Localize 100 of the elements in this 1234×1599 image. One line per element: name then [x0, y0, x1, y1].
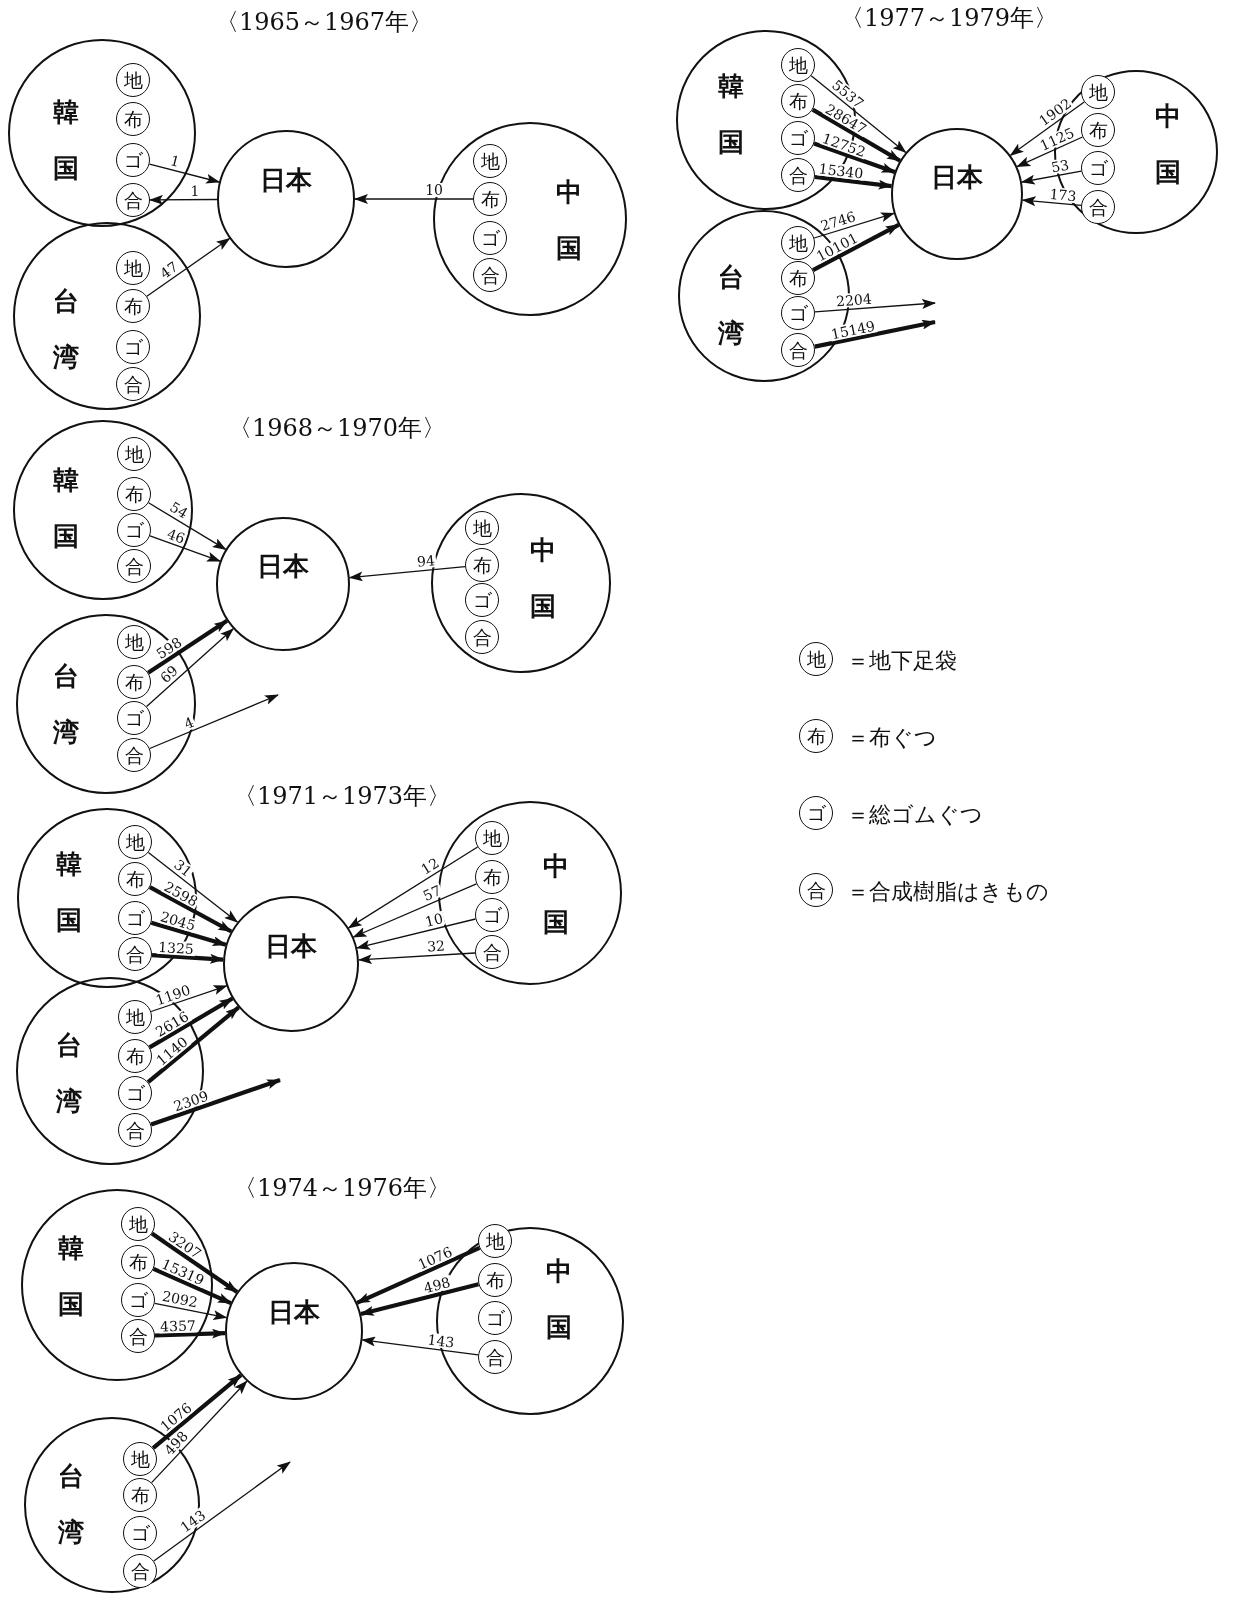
arrow	[813, 141, 896, 175]
hub-circle: 日本	[223, 896, 359, 1032]
panel-title: 〈1968～1970年〉	[227, 413, 447, 444]
symbol-circle: 布	[1081, 113, 1115, 147]
hub-circle: 日本	[225, 1262, 363, 1400]
arrow	[814, 298, 936, 313]
region-name: 韓国	[52, 96, 80, 185]
edge-label: 2204	[834, 291, 874, 309]
region-name: 台湾	[717, 261, 745, 350]
symbol-circle: 地	[117, 437, 151, 471]
panel-title: 〈1977～1979年〉	[839, 3, 1059, 34]
region-name: 中国	[542, 850, 570, 939]
symbol-circle: ゴ	[117, 701, 151, 735]
hub-circle: 日本	[216, 517, 350, 651]
arrow	[151, 1373, 243, 1450]
symbol-circle: 布	[121, 1245, 155, 1279]
symbol-circle: 布	[117, 665, 151, 699]
symbol-circle: ゴ	[473, 221, 507, 255]
symbol-circle: 地	[781, 48, 815, 82]
symbol-circle: 布	[475, 860, 509, 894]
symbol-circle: 布	[118, 862, 152, 896]
arrow	[152, 1266, 232, 1306]
edge-label: 2092	[160, 1288, 200, 1310]
edge-label: 10	[424, 183, 444, 197]
symbol-circle: 合	[121, 1319, 155, 1353]
symbol-circle: 地	[117, 625, 151, 659]
symbol-circle: 布	[799, 719, 833, 753]
panel-title: 〈1974～1976年〉	[232, 1173, 452, 1204]
edge-label: 1	[189, 183, 201, 198]
arrow	[146, 1005, 240, 1084]
symbol-circle: 地	[1081, 75, 1115, 109]
symbol-circle: 合	[116, 367, 150, 401]
region-name: 中国	[1154, 100, 1182, 189]
symbol-circle: 布	[116, 289, 150, 323]
symbol-circle: 合	[478, 1340, 512, 1374]
symbol-circle: 地	[473, 144, 507, 178]
arrow	[811, 107, 902, 163]
symbol-circle: 地	[116, 63, 150, 97]
edge-label: 15149	[828, 318, 877, 342]
symbol-circle: 合	[781, 158, 815, 192]
symbol-circle: ゴ	[781, 121, 815, 155]
edge-label: 1076	[415, 1243, 456, 1272]
symbol-circle: ゴ	[465, 583, 499, 617]
symbol-circle: 合	[118, 937, 152, 971]
region-circle	[13, 420, 193, 600]
arrow	[149, 694, 279, 750]
arrow	[150, 1078, 281, 1127]
symbol-circle: 布	[781, 84, 815, 118]
symbol-circle: 地	[123, 1442, 157, 1476]
arrow	[154, 1328, 226, 1339]
arrow	[1020, 170, 1082, 185]
region-name: 中国	[545, 1255, 573, 1344]
symbol-circle: 布	[781, 261, 815, 295]
symbol-circle: ゴ	[478, 1301, 512, 1335]
symbol-circle: 地	[478, 1224, 512, 1258]
arrow	[154, 1302, 228, 1320]
region-name: 中国	[529, 534, 557, 623]
arrow	[357, 952, 476, 965]
symbol-circle: ゴ	[123, 1516, 157, 1550]
arrow	[1016, 136, 1084, 168]
edge-label: 31	[171, 856, 196, 880]
symbol-circle: ゴ	[1081, 151, 1115, 185]
region-circle	[16, 614, 196, 794]
region-name: 台湾	[52, 660, 80, 749]
edge-label: 4357	[158, 1318, 197, 1334]
symbol-circle: 合	[473, 258, 507, 292]
arrow	[1009, 101, 1085, 156]
symbol-circle: 合	[465, 620, 499, 654]
symbol-circle: ゴ	[118, 901, 152, 935]
symbol-circle: ゴ	[116, 143, 150, 177]
symbol-circle: 布	[116, 102, 150, 136]
symbol-circle: 地	[121, 1207, 155, 1241]
arrow	[1021, 196, 1082, 207]
legend-text: ＝布ぐつ	[847, 724, 937, 752]
arrow	[147, 502, 227, 551]
symbol-circle: 合	[117, 738, 151, 772]
symbol-circle: 布	[118, 1039, 152, 1073]
edge-label: 2309	[170, 1088, 211, 1114]
symbol-circle: 合	[799, 873, 833, 907]
symbol-circle: ゴ	[117, 513, 151, 547]
symbol-circle: 布	[473, 182, 507, 216]
symbol-circle: 布	[478, 1263, 512, 1297]
symbol-circle: 地	[118, 825, 152, 859]
region-name: 韓国	[57, 1232, 85, 1321]
arrow	[356, 918, 477, 950]
arrow	[352, 883, 478, 938]
arrow	[145, 628, 234, 708]
region-name: 台湾	[52, 285, 80, 374]
legend-text: ＝合成樹脂はきもの	[847, 878, 1049, 906]
symbol-circle: ゴ	[121, 1283, 155, 1317]
arrow	[148, 996, 234, 1050]
arrow	[148, 885, 233, 934]
arrow	[147, 619, 229, 675]
arrow	[151, 953, 225, 964]
symbol-circle: 合	[781, 333, 815, 367]
arrow	[146, 237, 231, 297]
arrow	[149, 535, 221, 562]
symbol-circle: 合	[475, 935, 509, 969]
arrow	[147, 851, 239, 923]
arrow	[150, 1231, 239, 1294]
